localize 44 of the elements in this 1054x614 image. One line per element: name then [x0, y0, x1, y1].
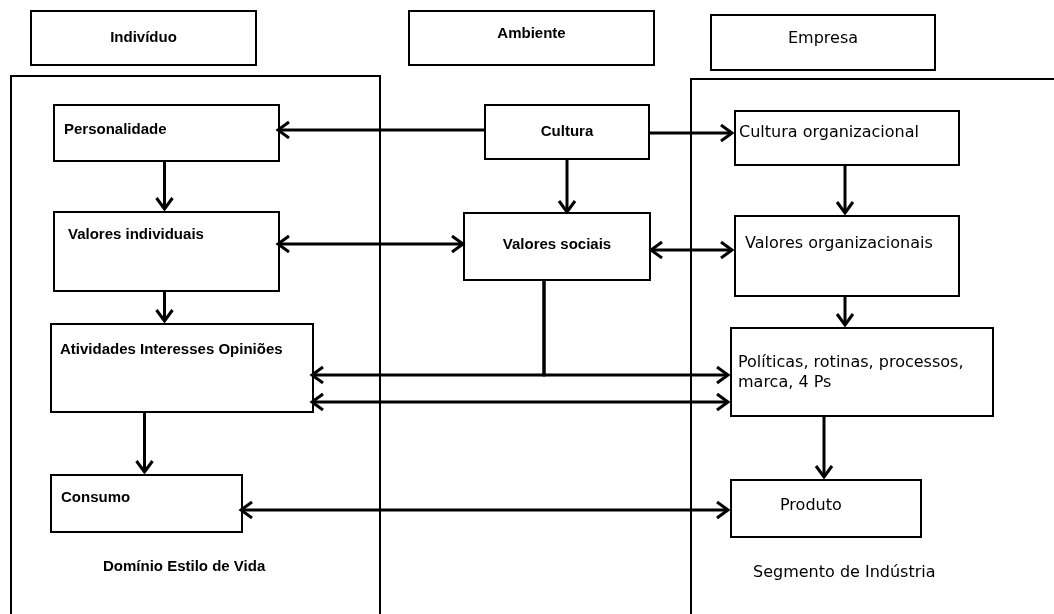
arrow [650, 123, 734, 143]
process-box [50, 323, 314, 413]
arrow [649, 240, 734, 260]
process-box [730, 327, 994, 417]
arrow [835, 164, 855, 215]
node-label: Empresa [786, 28, 860, 48]
group-panel [690, 78, 1054, 614]
node-label: Atividades Interesses Opiniões [60, 340, 284, 359]
arrow [276, 234, 465, 254]
process-box [484, 104, 650, 160]
node-label: Cultura organizacional [739, 122, 919, 142]
header-box [408, 10, 655, 66]
node-label: Valores sociais [501, 235, 613, 254]
node-label: Consumo [61, 488, 131, 507]
header-box [710, 14, 936, 71]
node-label: Personalidade [64, 120, 167, 139]
process-box [463, 212, 651, 281]
panel-title: Segmento de Indústria [753, 562, 936, 582]
node-label: Produto [780, 495, 842, 515]
node-label: Políticas, rotinas, processos, marca, 4 Ps [738, 352, 965, 392]
process-box [734, 110, 960, 166]
process-box [53, 211, 280, 292]
node-label: Valores organizacionais [745, 233, 934, 253]
panel-title: Domínio Estilo de Vida [103, 557, 266, 576]
process-box [730, 479, 922, 538]
arrow [276, 120, 484, 140]
arrow [135, 411, 154, 474]
arrow [310, 392, 730, 412]
arrow [542, 281, 730, 385]
arrow [239, 500, 730, 520]
header-box [30, 10, 257, 66]
process-box [53, 104, 280, 162]
arrow [814, 415, 834, 479]
node-label: Cultura [539, 122, 595, 141]
arrow [835, 295, 855, 327]
process-box [734, 215, 960, 297]
process-box [50, 474, 243, 533]
group-panel [10, 75, 381, 614]
node-label: Indivíduo [109, 28, 178, 47]
arrow [155, 160, 174, 211]
node-label: Ambiente [496, 24, 567, 43]
arrow [557, 160, 577, 214]
node-label: Valores individuais [68, 225, 204, 244]
arrow [155, 290, 174, 323]
